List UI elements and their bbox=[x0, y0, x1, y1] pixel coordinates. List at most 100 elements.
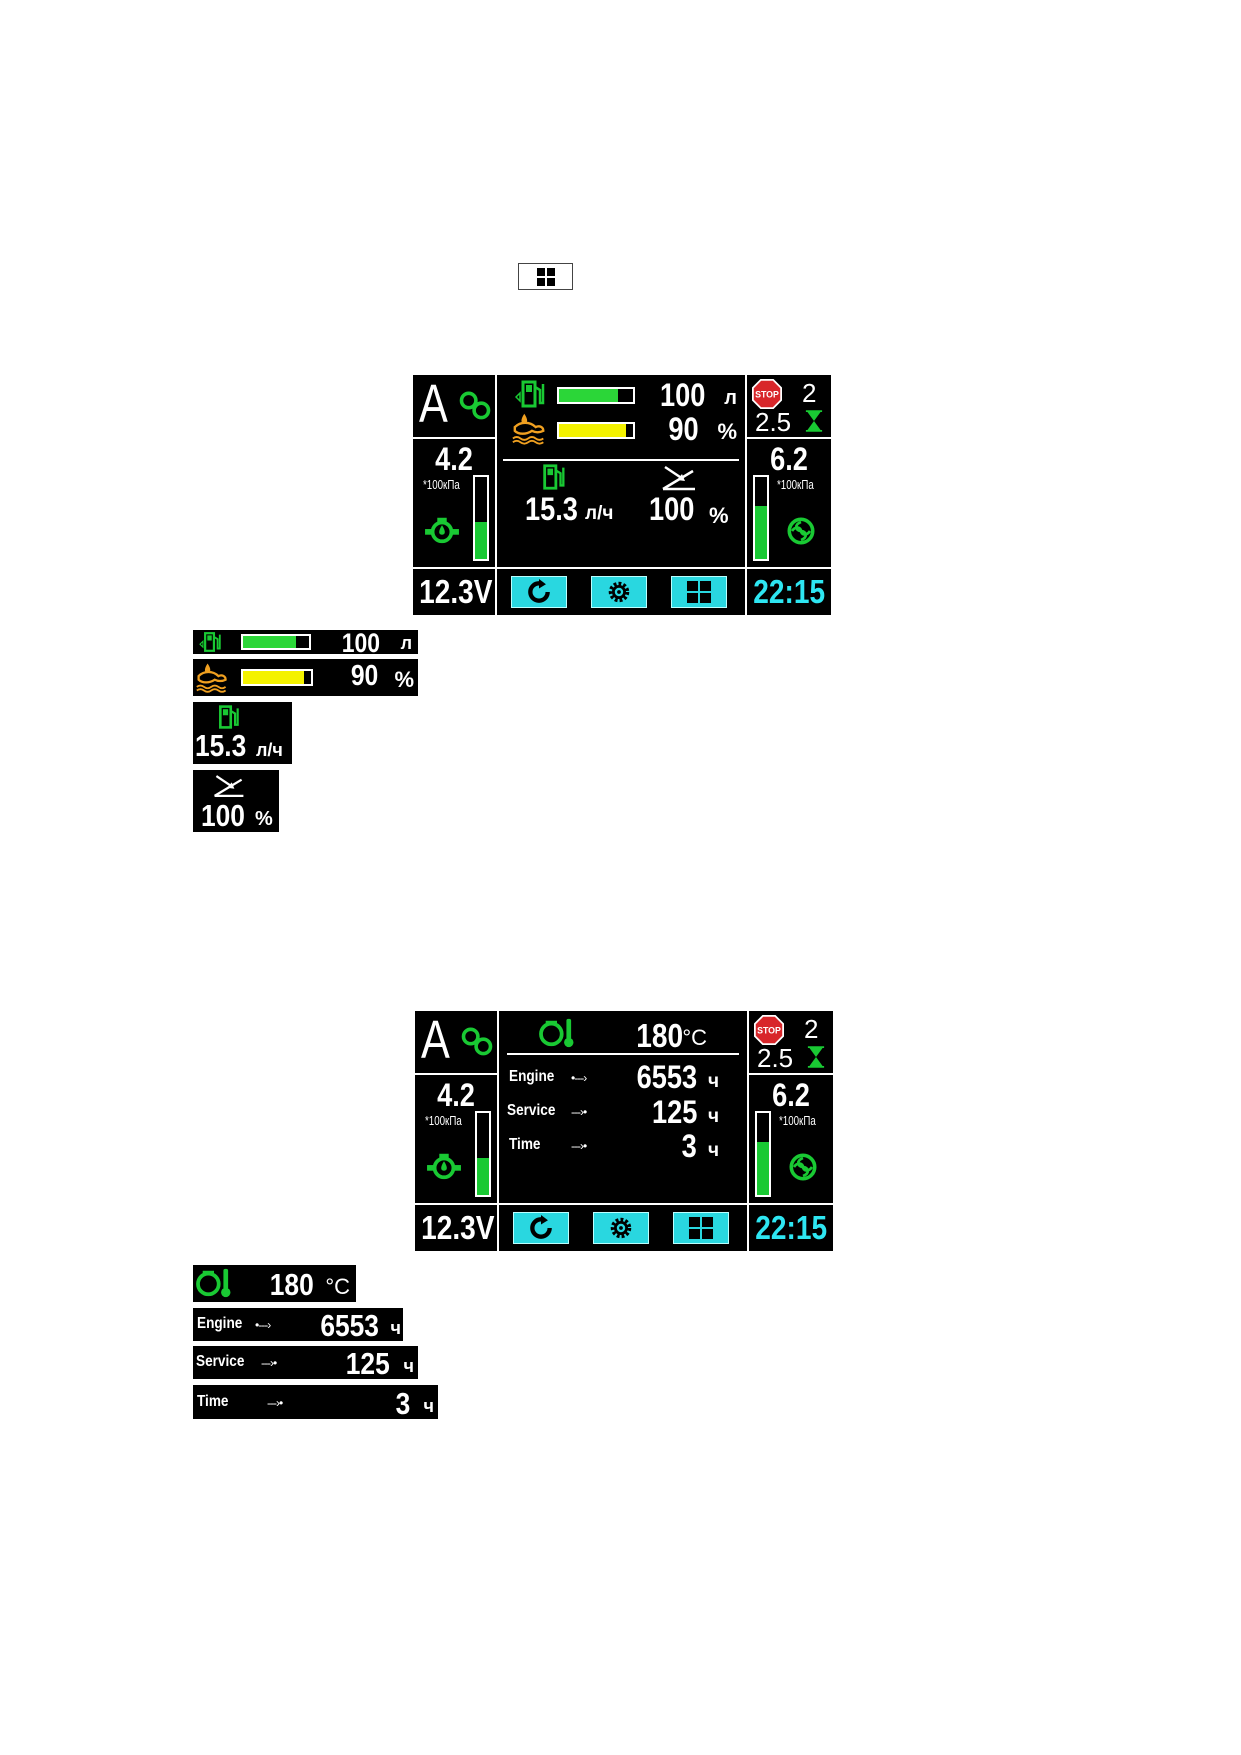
menu-button[interactable] bbox=[671, 576, 727, 608]
coolant-temp-icon bbox=[537, 1017, 577, 1049]
hours-value-service: 125 bbox=[346, 1346, 390, 1379]
arrow-connector: ---›• bbox=[261, 1356, 277, 1370]
center-panel: 180 °C Engine •---› 6553 ч Service ---›•… bbox=[499, 1011, 747, 1203]
hours-unit-service: ч bbox=[707, 1106, 719, 1127]
coolant-temp-unit: °C bbox=[682, 1025, 707, 1050]
fuel-level-icon bbox=[197, 631, 225, 653]
hours-label-time: Time bbox=[197, 1393, 229, 1410]
clock-time: 22:15 bbox=[753, 573, 826, 610]
voltage-cell: 12.3V bbox=[415, 1205, 497, 1251]
left-pressure-value: 4.2 bbox=[435, 441, 473, 477]
separator-line bbox=[507, 1053, 739, 1055]
left-pressure-unit: *100кПа bbox=[423, 477, 460, 492]
grid-menu-icon bbox=[689, 1217, 713, 1239]
hourglass-icon bbox=[807, 1045, 825, 1069]
stop-icon bbox=[754, 1015, 784, 1045]
refresh-button[interactable] bbox=[511, 576, 567, 608]
engine-load-icon bbox=[659, 463, 699, 493]
settings-button[interactable] bbox=[593, 1212, 649, 1244]
mode-cell: A bbox=[413, 375, 495, 437]
menu-button[interactable] bbox=[673, 1212, 729, 1244]
def-level-unit: % bbox=[717, 419, 737, 444]
dashboard-display-fuel: A 4.2 *100кПа 12.3V 100 л 90 % 15.3 л/ч … bbox=[413, 375, 831, 615]
def-level-bar bbox=[557, 422, 635, 439]
left-pressure-bar bbox=[473, 475, 489, 561]
def-level-value: 90 bbox=[668, 411, 699, 447]
fuel-consumption-value: 15.3 bbox=[195, 728, 247, 763]
dashboard-display-hours: A 4.2 *100кПа 12.3V 180 °C Engine •---› … bbox=[415, 1011, 833, 1251]
hours-unit-engine: ч bbox=[707, 1071, 719, 1092]
oil-pump-icon bbox=[425, 1150, 463, 1182]
left-pressure-value: 4.2 bbox=[437, 1077, 475, 1113]
turbo-icon bbox=[785, 1151, 821, 1183]
right-pressure-bar bbox=[755, 1111, 771, 1197]
engine-load-value: 100 bbox=[201, 798, 245, 832]
refresh-button[interactable] bbox=[513, 1212, 569, 1244]
right-pressure-value: 6.2 bbox=[772, 1077, 810, 1113]
clock-cell: 22:15 bbox=[749, 1205, 833, 1251]
hours-label-time: Time bbox=[509, 1136, 541, 1153]
gear-icon bbox=[605, 578, 633, 606]
hours-label-service: Service bbox=[507, 1102, 556, 1119]
timer-value: 2.5 bbox=[755, 407, 792, 437]
engine-load-unit: % bbox=[709, 503, 729, 528]
hours-unit-service: ч bbox=[403, 1356, 414, 1376]
refresh-icon bbox=[526, 579, 552, 605]
hours-value-time: 3 bbox=[681, 1128, 697, 1164]
mode-cell: A bbox=[415, 1011, 497, 1073]
stop-timer-cell: 2 2.5 bbox=[747, 375, 831, 437]
fuel-consumption-unit: л/ч bbox=[256, 740, 283, 760]
fuel-level-bar bbox=[241, 634, 311, 650]
left-pressure-unit: *100кПа bbox=[425, 1113, 462, 1128]
right-pressure-cell: 6.2 *100кПа bbox=[747, 439, 831, 567]
gears-icon bbox=[457, 389, 493, 421]
fuel-level-icon bbox=[515, 379, 547, 409]
engine-load-value: 100 bbox=[649, 491, 695, 527]
mode-label: A bbox=[419, 375, 448, 434]
stop-count: 2 bbox=[804, 1014, 819, 1044]
voltage-cell: 12.3V bbox=[413, 569, 495, 615]
fuel-level-value: 100 bbox=[341, 630, 380, 654]
engine-load-icon bbox=[211, 772, 247, 800]
hours-label-engine: Engine bbox=[509, 1068, 555, 1085]
fuel-level-unit: л bbox=[724, 387, 737, 409]
fuel-level-unit: л bbox=[400, 633, 412, 653]
right-pressure-bar bbox=[753, 475, 769, 561]
detail-fuel-consumption: 15.3 л/ч bbox=[193, 702, 292, 764]
hourglass-icon bbox=[805, 409, 823, 433]
hours-value-engine: 6553 bbox=[320, 1308, 379, 1341]
arrow-connector: •---› bbox=[571, 1071, 587, 1085]
def-level-value: 90 bbox=[350, 660, 378, 692]
right-pressure-unit: *100кПа bbox=[779, 1113, 816, 1128]
timer-value: 2.5 bbox=[757, 1043, 794, 1073]
def-level-unit: % bbox=[394, 667, 414, 692]
clock-cell: 22:15 bbox=[747, 569, 831, 615]
right-pressure-value: 6.2 bbox=[770, 441, 808, 477]
fuel-consumption-unit: л/ч bbox=[585, 503, 614, 524]
hours-unit-time: ч bbox=[423, 1396, 434, 1416]
fuel-consumption-icon bbox=[539, 463, 569, 491]
refresh-icon bbox=[528, 1215, 554, 1241]
hours-label-service: Service bbox=[196, 1353, 245, 1370]
def-level-icon bbox=[195, 661, 231, 693]
coolant-temp-unit: °C bbox=[325, 1274, 350, 1299]
settings-button[interactable] bbox=[591, 576, 647, 608]
arrow-connector: ---›• bbox=[571, 1139, 587, 1153]
clock-time: 22:15 bbox=[755, 1209, 828, 1246]
engine-load-unit: % bbox=[255, 808, 273, 830]
fuel-consumption-icon bbox=[215, 704, 243, 730]
turbo-icon bbox=[783, 515, 819, 547]
stop-timer-cell: 2 2.5 bbox=[749, 1011, 833, 1073]
coolant-temp-icon bbox=[195, 1267, 233, 1299]
fuel-level-bar bbox=[557, 387, 635, 404]
battery-voltage: 12.3V bbox=[421, 1209, 495, 1246]
fuel-consumption-value: 15.3 bbox=[525, 491, 578, 527]
separator-line bbox=[503, 459, 739, 461]
oil-pump-icon bbox=[423, 514, 461, 546]
left-pressure-cell: 4.2 *100кПа bbox=[415, 1075, 497, 1203]
stop-icon bbox=[752, 379, 782, 409]
def-level-icon bbox=[511, 411, 549, 445]
grid-menu-icon bbox=[687, 581, 711, 603]
fuel-level-value: 100 bbox=[659, 377, 705, 413]
detail-engine-load: 100 % bbox=[193, 770, 279, 832]
